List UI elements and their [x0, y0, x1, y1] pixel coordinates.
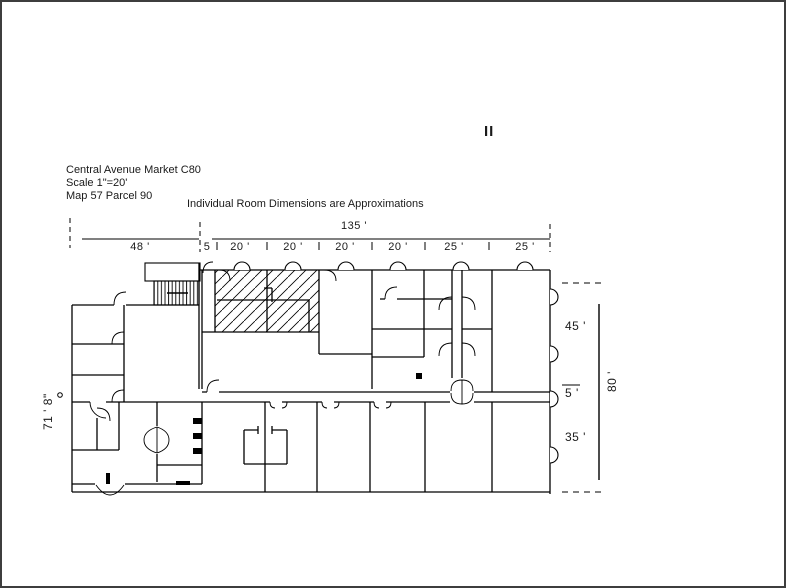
dim-top-seg-20a: 20 ' [230, 241, 250, 253]
dim-right-5: 5 ' [565, 386, 579, 400]
title-block-line1: Central Avenue Market C80 [66, 164, 201, 176]
dim-right-35: 35 ' [565, 430, 586, 444]
fixtures [106, 373, 422, 485]
dim-top-seg-25a: 25 ' [444, 241, 464, 253]
dim-right-45: 45 ' [565, 319, 586, 333]
section-mark: II [484, 123, 495, 140]
dim-top-seg-5: 5 [203, 241, 211, 253]
dim-top-48: 48 ' [130, 241, 150, 253]
stairs [144, 262, 201, 306]
dim-top-seg-20c: 20 ' [335, 241, 355, 253]
dim-right-80: 80 ' [605, 371, 619, 392]
dim-top-seg-25b: 25 ' [515, 241, 535, 253]
title-block-scale: Scale 1"=20' [66, 177, 128, 189]
dim-left-71-8: 71 ' 8" [41, 393, 55, 430]
room-dimensions-note: Individual Room Dimensions are Approxima… [187, 198, 424, 210]
door-swings [89, 261, 476, 496]
dimension-lines [57, 218, 604, 493]
dim-top-135: 135 ' [340, 220, 368, 232]
top-wall-door-bumps [233, 261, 534, 271]
dim-top-seg-20d: 20 ' [388, 241, 408, 253]
dim-top-seg-20b: 20 ' [283, 241, 303, 253]
right-wall-door-bumps [549, 288, 559, 464]
title-block-map-parcel: Map 57 Parcel 90 [66, 190, 153, 202]
